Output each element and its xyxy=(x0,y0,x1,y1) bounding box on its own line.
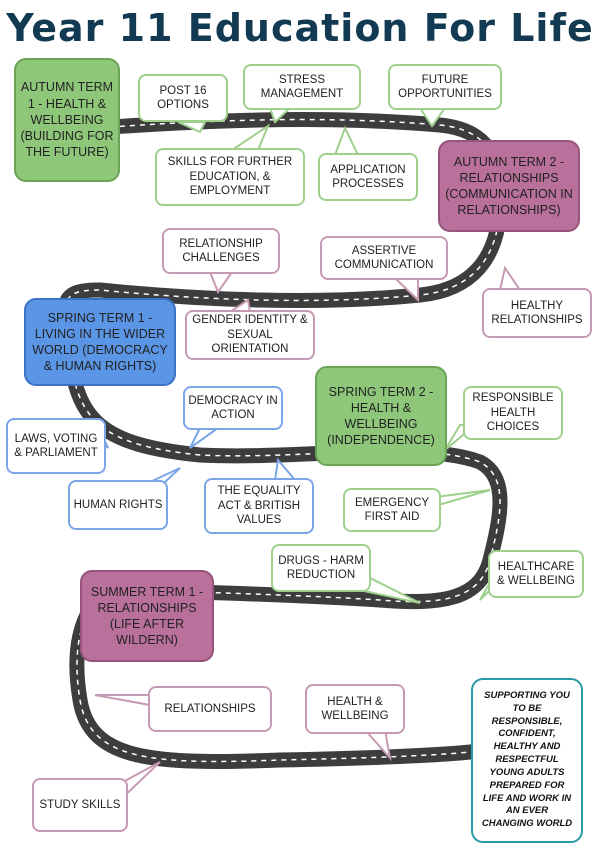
topic-laws-voting-parliament: LAWS, VOTING & PARLIAMENT xyxy=(6,418,106,474)
topic-health-wellbeing: HEALTH & WELLBEING xyxy=(305,684,405,734)
topic-responsible-health-choices: RESPONSIBLE HEALTH CHOICES xyxy=(463,386,563,440)
topic-label: ASSERTIVE COMMUNICATION xyxy=(334,244,434,271)
topic-relationship-challenges: RELATIONSHIP CHALLENGES xyxy=(162,228,280,274)
topic-healthcare-wellbeing: HEALTHCARE & WELLBEING xyxy=(488,550,584,598)
topic-label: RELATIONSHIP CHALLENGES xyxy=(179,237,263,264)
topic-label: LAWS, VOTING & PARLIAMENT xyxy=(14,432,98,459)
topic-label: RESPONSIBLE HEALTH CHOICES xyxy=(472,392,554,434)
term-autumn-1: AUTUMN TERM 1 - HEALTH & WELLBEING (BUIL… xyxy=(14,58,120,182)
term-spring-2: SPRING TERM 2 - HEALTH & WELLBEING (INDE… xyxy=(315,366,447,466)
topic-label: POST 16 OPTIONS xyxy=(157,84,209,111)
topic-label: HEALTH & WELLBEING xyxy=(321,695,389,722)
topic-label: DRUGS - HARM REDUCTION xyxy=(278,554,364,581)
topic-democracy-in-action: DEMOCRACY IN ACTION xyxy=(183,386,283,430)
term-autumn-2: AUTUMN TERM 2 - RELATIONSHIPS (COMMUNICA… xyxy=(438,140,580,232)
topic-label: STRESS MANAGEMENT xyxy=(260,73,344,100)
page-title: Year 11 Education For Life xyxy=(6,6,594,50)
topic-label: HUMAN RIGHTS xyxy=(73,498,163,511)
topic-study-skills: STUDY SKILLS xyxy=(32,778,128,832)
topic-application-processes: APPLICATION PROCESSES xyxy=(318,153,418,201)
topic-equality-act: THE EQUALITY ACT & BRITISH VALUES xyxy=(204,478,314,534)
term-summer-1: SUMMER TERM 1 - RELATIONSHIPS (LIFE AFTE… xyxy=(80,570,214,662)
topic-label: STUDY SKILLS xyxy=(39,798,121,811)
topic-drugs-harm-reduction: DRUGS - HARM REDUCTION xyxy=(271,544,371,592)
term-label: AUTUMN TERM 1 - HEALTH & WELLBEING (BUIL… xyxy=(20,80,114,160)
term-label: AUTUMN TERM 2 - RELATIONSHIPS (COMMUNICA… xyxy=(445,154,573,218)
mission-text: SUPPORTING YOU TO BE RESPONSIBLE, CONFID… xyxy=(481,690,573,830)
topic-emergency-first-aid: EMERGENCY FIRST AID xyxy=(343,488,441,532)
topic-label: APPLICATION PROCESSES xyxy=(330,163,406,190)
topic-assertive-communication: ASSERTIVE COMMUNICATION xyxy=(320,236,448,280)
topic-label: RELATIONSHIPS xyxy=(164,702,256,715)
road-centre-line xyxy=(63,118,501,763)
topic-label: HEALTHY RELATIONSHIPS xyxy=(491,299,583,326)
term-label: SUMMER TERM 1 - RELATIONSHIPS (LIFE AFTE… xyxy=(90,584,204,648)
topic-label: DEMOCRACY IN ACTION xyxy=(188,394,278,421)
topic-healthy-relationships: HEALTHY RELATIONSHIPS xyxy=(482,288,592,338)
topic-label: THE EQUALITY ACT & BRITISH VALUES xyxy=(217,485,301,527)
topic-future-opportunities: FUTURE OPPORTUNITIES xyxy=(388,64,502,110)
mission-statement: SUPPORTING YOU TO BE RESPONSIBLE, CONFID… xyxy=(471,678,583,843)
topic-label: GENDER IDENTITY & SEXUAL ORIENTATION xyxy=(192,314,308,356)
term-label: SPRING TERM 2 - HEALTH & WELLBEING (INDE… xyxy=(327,384,435,448)
topic-label: FUTURE OPPORTUNITIES xyxy=(398,73,492,100)
topic-skills-further-education: SKILLS FOR FURTHER EDUCATION, & EMPLOYME… xyxy=(155,148,305,206)
topic-gender-identity: GENDER IDENTITY & SEXUAL ORIENTATION xyxy=(185,310,315,360)
topic-label: EMERGENCY FIRST AID xyxy=(354,496,430,523)
topic-relationships: RELATIONSHIPS xyxy=(148,686,272,732)
topic-post16-options: POST 16 OPTIONS xyxy=(138,74,228,122)
topic-human-rights: HUMAN RIGHTS xyxy=(68,480,168,530)
term-label: SPRING TERM 1 - LIVING IN THE WIDER WORL… xyxy=(32,310,168,374)
topic-label: SKILLS FOR FURTHER EDUCATION, & EMPLOYME… xyxy=(167,156,293,198)
topic-label: HEALTHCARE & WELLBEING xyxy=(497,560,575,587)
term-spring-1: SPRING TERM 1 - LIVING IN THE WIDER WORL… xyxy=(24,298,176,386)
topic-stress-management: STRESS MANAGEMENT xyxy=(243,64,361,110)
